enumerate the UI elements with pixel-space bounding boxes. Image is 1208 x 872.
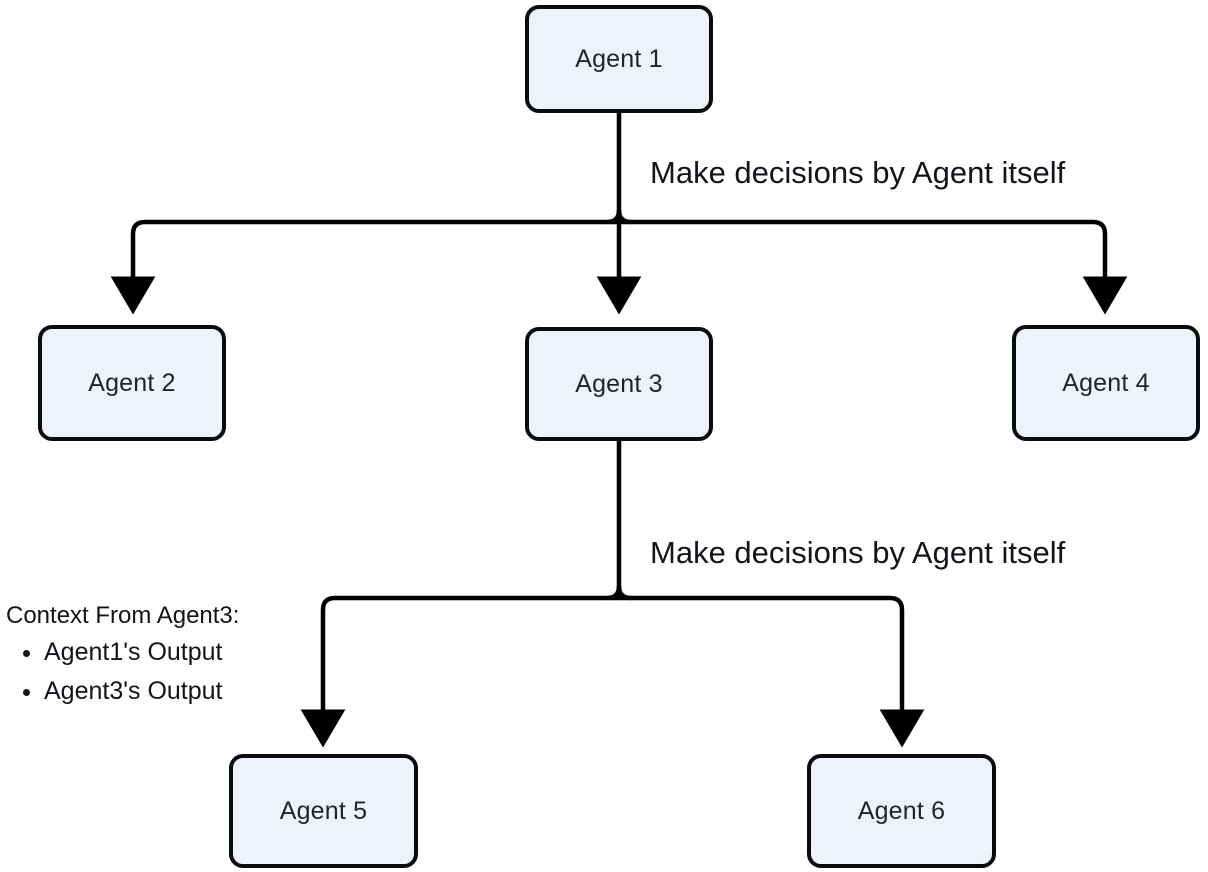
edge-junction-bottom-left <box>606 585 622 601</box>
node-agent6[interactable]: Agent 6 <box>807 754 996 868</box>
node-agent5[interactable]: Agent 5 <box>229 754 418 868</box>
context-list: Agent1's Output Agent3's Output <box>6 633 239 712</box>
node-agent4[interactable]: Agent 4 <box>1012 325 1200 441</box>
edge-junction-top-right <box>616 209 632 225</box>
context-annotation: Context From Agent3: Agent1's Output Age… <box>6 602 239 712</box>
node-agent1-label: Agent 1 <box>575 44 663 73</box>
node-agent2[interactable]: Agent 2 <box>38 325 226 441</box>
node-agent3[interactable]: Agent 3 <box>525 327 713 441</box>
edge-junction-bottom-right <box>616 585 632 601</box>
node-agent4-label: Agent 4 <box>1062 368 1150 397</box>
list-item: Agent1's Output <box>44 633 239 673</box>
edge-label-top: Make decisions by Agent itself <box>650 155 1066 190</box>
edge-agent3-to-agent5 <box>300 595 619 748</box>
node-agent1[interactable]: Agent 1 <box>525 5 713 113</box>
node-agent2-label: Agent 2 <box>88 368 176 397</box>
node-agent3-label: Agent 3 <box>575 369 663 398</box>
node-agent6-label: Agent 6 <box>857 796 946 825</box>
edge-junction-top-left <box>606 209 622 225</box>
context-title: Context From Agent3: <box>6 602 240 629</box>
edge-agent3-to-agent6 <box>619 595 925 748</box>
edge-agent1-to-agent4 <box>619 219 1128 315</box>
edge-label-bottom: Make decisions by Agent itself <box>650 535 1066 570</box>
list-item: Agent3's Output <box>44 672 239 712</box>
node-agent5-label: Agent 5 <box>279 796 368 825</box>
edge-agent1-to-agent2 <box>110 219 619 315</box>
